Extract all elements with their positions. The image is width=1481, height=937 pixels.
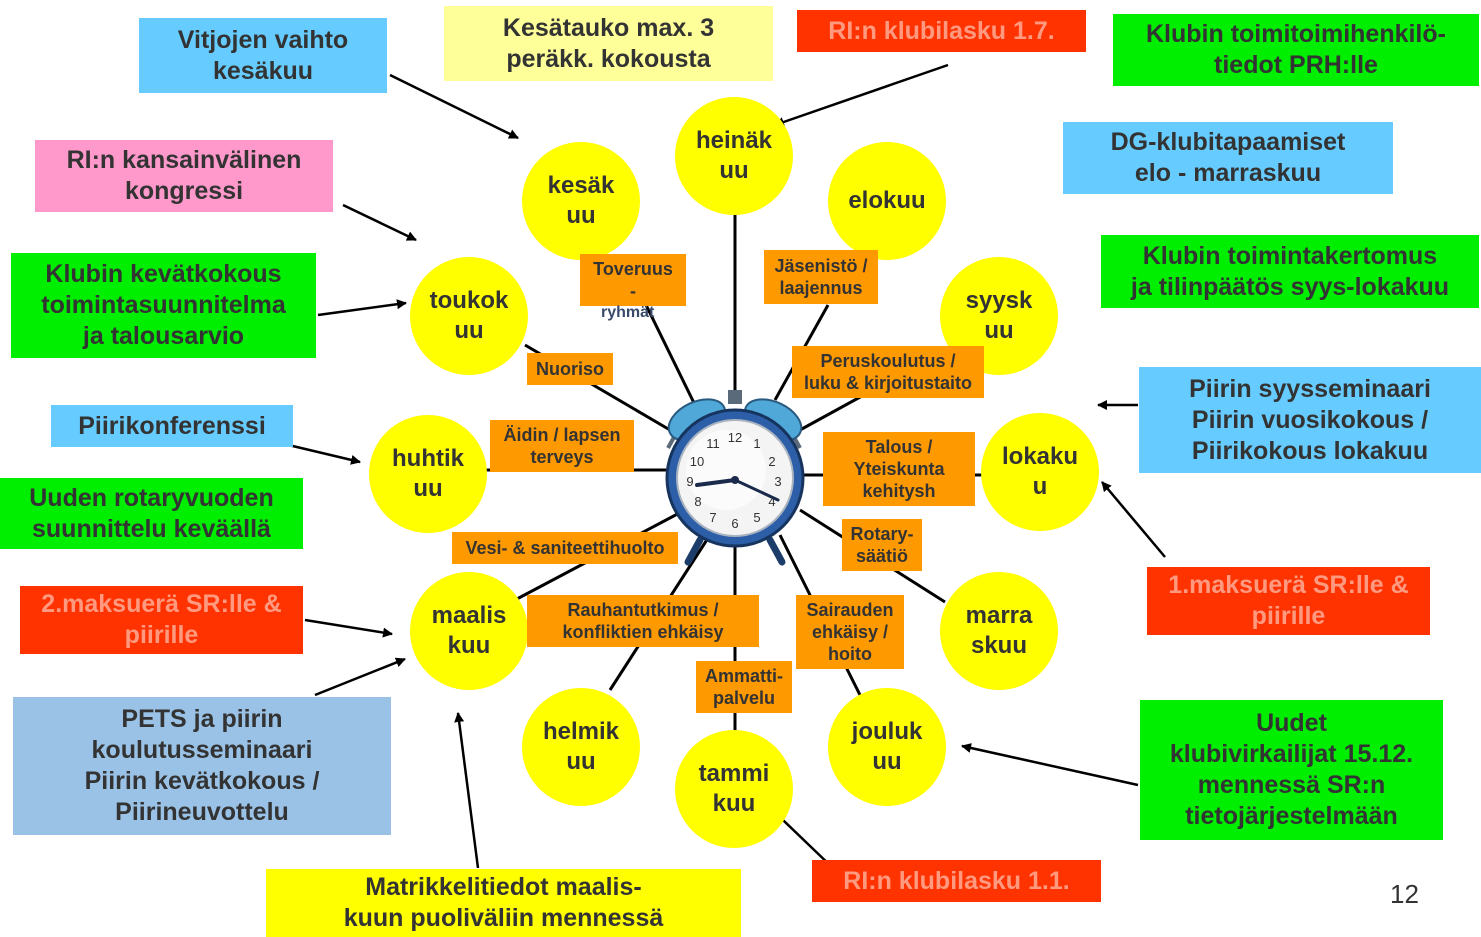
theme-aidin: Äidin / lapsen terveys bbox=[490, 420, 634, 472]
month-heinakuu: heinäk uu bbox=[675, 97, 793, 215]
svg-text:1: 1 bbox=[753, 436, 760, 451]
event-dg-klubitapaamiset: DG-klubitapaamiset elo - marraskuu bbox=[1063, 122, 1393, 194]
event-syysseminaari: Piirin syysseminaari Piirin vuosikokous … bbox=[1139, 367, 1481, 473]
event-pets: PETS ja piirin koulutusseminaari Piirin … bbox=[13, 697, 391, 835]
theme-toveruus-subtext: ryhmät bbox=[601, 304, 655, 321]
arrow-piirikonferenssi bbox=[279, 441, 361, 465]
event-kevatkokous: Klubin kevätkokous toimintasuunnitelma j… bbox=[11, 253, 316, 358]
theme-rotary: Rotary- säätiö bbox=[842, 519, 922, 571]
theme-peruskoulutus: Peruskoulutus / luku & kirjoitustaito bbox=[792, 346, 984, 398]
month-maaliskuu: maalis kuu bbox=[410, 572, 528, 690]
svg-text:5: 5 bbox=[753, 510, 760, 525]
month-tammikuu: tammi kuu bbox=[675, 730, 793, 848]
svg-text:2: 2 bbox=[768, 454, 775, 469]
event-piirikonferenssi: Piirikonferenssi bbox=[51, 405, 293, 447]
theme-sairauden: Sairauden ehkäisy / hoito bbox=[796, 595, 904, 669]
month-syyskuu: syysk uu bbox=[940, 257, 1058, 375]
month-toukokuu: toukok uu bbox=[410, 257, 528, 375]
event-matrikkelitiedot: Matrikkelitiedot maalis- kuun puolivälii… bbox=[266, 869, 741, 937]
theme-toveruus: Toveruus - bbox=[580, 254, 686, 306]
arrow-kongressi bbox=[342, 203, 417, 242]
theme-vesi: Vesi- & saniteettihuolto bbox=[452, 532, 678, 564]
month-elokuu: elokuu bbox=[828, 142, 946, 260]
svg-text:4: 4 bbox=[768, 494, 775, 509]
svg-text:10: 10 bbox=[690, 454, 704, 469]
month-lokakuu: lokaku u bbox=[981, 413, 1099, 531]
event-prh: Klubin toimitoimihenkilö- tiedot PRH:lle bbox=[1113, 14, 1479, 86]
arrow-matrikkeli bbox=[454, 712, 480, 869]
event-maksuera-2: 2.maksuerä SR:lle & piirille bbox=[20, 586, 303, 654]
theme-rauhan: Rauhantutkimus / konfliktien ehkäisy bbox=[527, 595, 759, 647]
theme-nuoriso: Nuoriso bbox=[527, 353, 613, 385]
event-toimintakertomus: Klubin toimintakertomus ja tilinpäätös s… bbox=[1101, 235, 1479, 308]
event-uuden-rotaryvuoden: Uuden rotaryvuoden suunnittelu keväällä bbox=[0, 478, 303, 549]
event-uudet-klubivirkailijat: Uudet klubivirkailijat 15.12. mennessä S… bbox=[1140, 700, 1443, 840]
event-kesatauko: Kesätauko max. 3 peräkk. kokousta bbox=[444, 6, 773, 81]
arrow-maksuera2 bbox=[304, 618, 393, 638]
event-maksuera-1: 1.maksuerä SR:lle & piirille bbox=[1147, 567, 1430, 635]
event-vitjojen: Vitjojen vaihto kesäkuu bbox=[139, 18, 387, 93]
svg-text:3: 3 bbox=[774, 474, 781, 489]
month-huhtikuu: huhtik uu bbox=[369, 415, 487, 533]
arrow-maksuera1 bbox=[1101, 481, 1166, 558]
svg-text:6: 6 bbox=[731, 516, 738, 531]
theme-ammatti: Ammatti- palvelu bbox=[696, 661, 792, 713]
arrow-pets bbox=[314, 657, 406, 697]
svg-text:7: 7 bbox=[709, 510, 716, 525]
month-marraskuu: marra skuu bbox=[940, 572, 1058, 690]
event-ri-klubilasku-heinakuu: RI:n klubilasku 1.7. bbox=[797, 10, 1086, 52]
svg-text:12: 12 bbox=[728, 430, 742, 445]
month-helmikuu: helmik uu bbox=[522, 688, 640, 806]
event-ri-klubilasku-tammikuu: RI:n klubilasku 1.1. bbox=[812, 860, 1101, 902]
month-kesakuu: kesäk uu bbox=[522, 142, 640, 260]
page-number: 12 bbox=[1390, 879, 1419, 909]
event-kongressi: RI:n kansainvälinen kongressi bbox=[35, 140, 333, 212]
arrow-uudet bbox=[961, 743, 1139, 787]
month-joulukuu: jouluk uu bbox=[828, 688, 946, 806]
svg-text:9: 9 bbox=[686, 474, 693, 489]
theme-jasenisto: Jäsenistö / laajennus bbox=[764, 250, 878, 304]
svg-text:11: 11 bbox=[706, 436, 720, 451]
svg-text:8: 8 bbox=[694, 494, 701, 509]
theme-talous: Talous / Yteiskunta kehitysh bbox=[823, 432, 975, 506]
arrow-ri-heina bbox=[774, 63, 949, 127]
alarm-clock-icon: 12 1 2 3 4 5 6 7 8 9 10 11 bbox=[665, 390, 805, 566]
arrow-vitjojen bbox=[389, 73, 519, 140]
arrow-kevatkokous bbox=[317, 299, 407, 317]
